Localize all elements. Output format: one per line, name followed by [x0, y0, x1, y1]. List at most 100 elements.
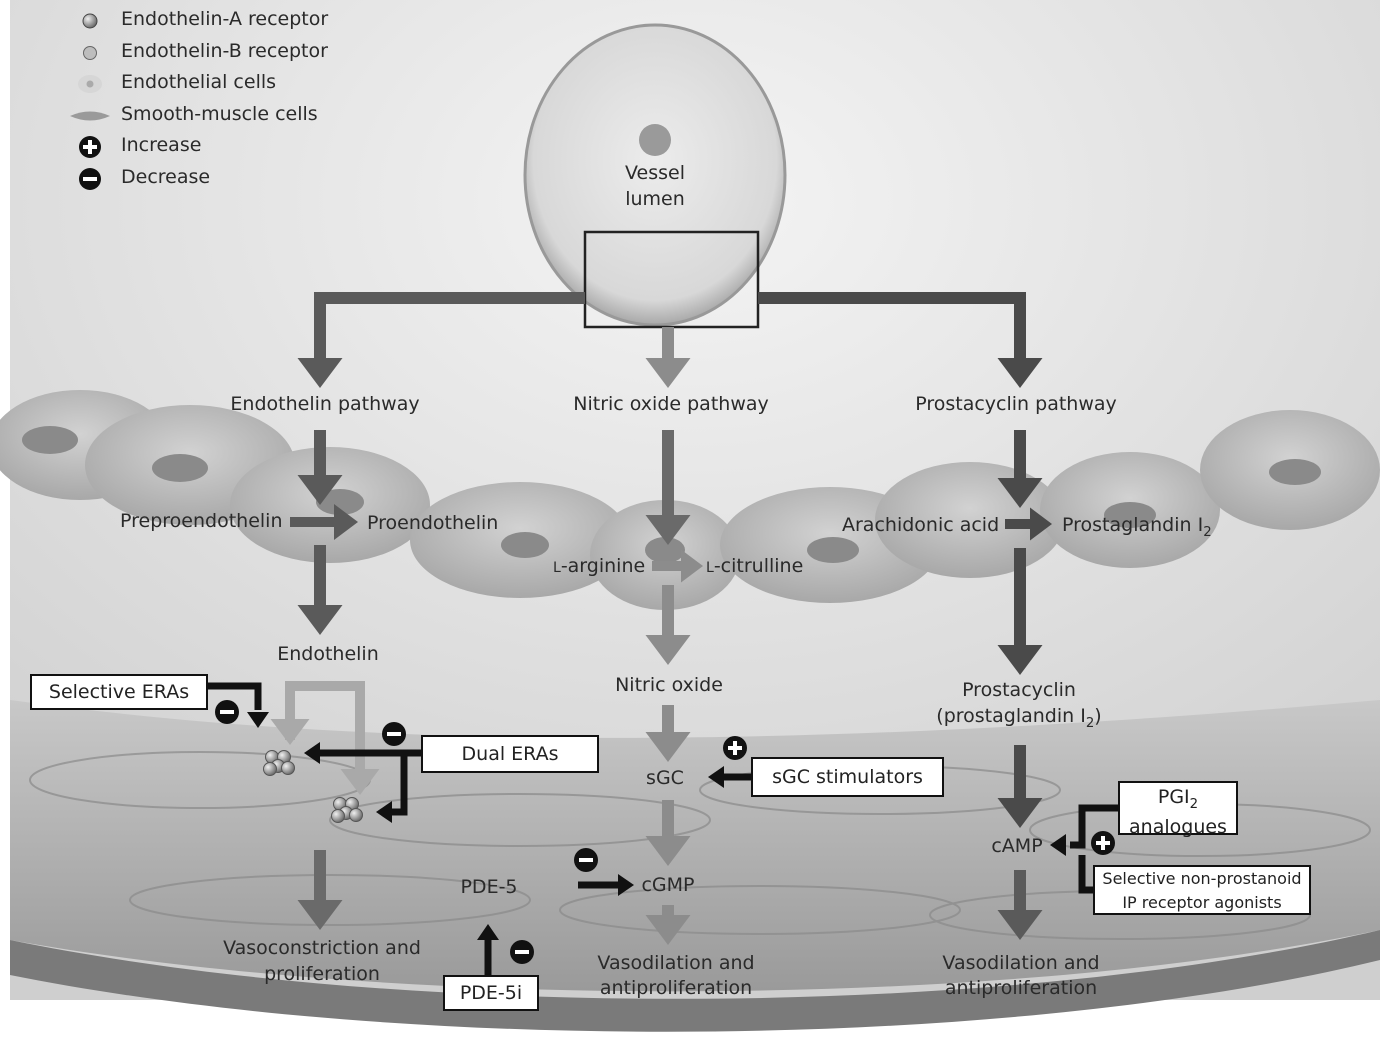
arrow-to-camp	[997, 745, 1043, 828]
prostacyclin-drugs-increase-icon	[1091, 831, 1115, 855]
arachidonic-acid-label: Arachidonic acid	[842, 514, 1000, 536]
arrow-arachidonic-to-prostaglandin	[1005, 507, 1052, 541]
nitric-oxide-pathway-title: Nitric oxide pathway	[573, 393, 769, 415]
dual-eras-box: Dual ERAs	[421, 735, 599, 773]
prostacyclin-line2-sub: 2	[1085, 715, 1095, 731]
pde5i-box: PDE-5i	[443, 975, 539, 1011]
l-citrulline-prefix: L	[706, 560, 714, 576]
vasoconstriction-label-line2: proliferation	[264, 963, 380, 985]
endothelin-pathway-title: Endothelin pathway	[230, 393, 420, 415]
selective-eras-arrowhead	[247, 712, 269, 728]
arrow-to-no-outcome	[645, 905, 691, 945]
pde5i-decrease-icon	[510, 940, 534, 964]
prostacyclin-pathway-arrow	[997, 330, 1043, 388]
pgi2-line2: analogues	[1129, 815, 1227, 838]
smooth-muscle-cell-icon	[70, 111, 110, 121]
legend-label: Decrease	[121, 165, 211, 188]
pde5-decrease-icon	[574, 848, 598, 872]
smooth-muscle-layer	[10, 700, 1380, 992]
arrow-to-etb-receptor	[340, 765, 380, 795]
vessel-wall-edge	[10, 930, 1380, 1032]
nitric-oxide-pathway-arrow	[645, 330, 691, 388]
no-outcome-label-line2: antiproliferation	[599, 977, 753, 999]
vessel-lumen-label-line1: Vessel	[625, 162, 685, 184]
arrow-to-preproendothelin	[297, 430, 343, 505]
arrow-to-endothelin	[297, 545, 343, 635]
dual-eras-arrow-lower	[392, 753, 408, 816]
preproendothelin-label: Preproendothelin	[120, 510, 283, 532]
arrow-preproendothelin-to-proendothelin	[290, 504, 358, 540]
arrow-to-vasoconstriction	[297, 850, 343, 930]
legend-label: Endothelin-A receptor	[121, 8, 329, 30]
arrow-to-prostacyclin	[997, 548, 1043, 675]
l-citrulline-text: -citrulline	[713, 555, 804, 577]
legend-label: Smooth-muscle cells	[121, 102, 318, 125]
selective-eras-box: Selective ERAs	[30, 674, 208, 710]
prostacyclin-line2-a: (prostaglandin I	[936, 705, 1086, 727]
pde5-label: PDE-5	[460, 876, 518, 898]
vessel-lumen-illustration	[523, 23, 787, 329]
endothelin-pathway-arrow	[297, 330, 343, 388]
pgi2-text: PGI	[1157, 786, 1190, 808]
arrow-to-nitric-oxide	[645, 585, 691, 665]
selective-eras-decrease-icon	[215, 700, 239, 724]
l-arginine-text: -arginine	[560, 555, 646, 577]
vessel-lumen-label-line2: lumen	[625, 188, 685, 210]
arrow-to-cgmp	[645, 800, 691, 866]
prostacyclin-outcome-label-line1: Vasodilation and	[942, 952, 1100, 974]
endothelin-b-receptor-icon	[83, 45, 97, 60]
legend-label: Increase	[121, 134, 202, 157]
pgi2-subscript: 2	[1189, 796, 1199, 812]
selective-eras-arrow	[208, 682, 262, 710]
ip-agonists-arrow	[1078, 855, 1093, 894]
vasoconstriction-label-line1: Vasoconstriction and	[223, 937, 421, 959]
dual-eras-decrease-icon	[382, 722, 406, 746]
arrow-to-eta-receptor	[270, 719, 310, 745]
arrow-to-sgc	[645, 705, 691, 762]
endothelin-b-receptor-cluster	[331, 797, 363, 823]
legend-label: Endothelial cells	[121, 71, 277, 94]
pgi2-arrowhead	[1050, 834, 1066, 856]
sgc-stimulators-arrowhead	[708, 766, 724, 788]
prostacyclin-line2-b: )	[1094, 705, 1102, 727]
prostaglandin-i2-text: Prostaglandin I	[1062, 514, 1204, 536]
prostaglandin-i2-label: Prostaglandin I2	[1062, 514, 1212, 540]
prostaglandin-i2-subscript: 2	[1203, 524, 1212, 540]
pgi2-analogues-box: PGI2 analogues	[1118, 781, 1238, 838]
endothelin-a-receptor-icon	[82, 13, 98, 29]
arrow-l-arginine-to-l-citrulline	[652, 549, 703, 583]
arrow-to-arachidonic-acid	[997, 430, 1043, 508]
l-arginine-label: L-arginine	[553, 555, 645, 577]
dual-eras-arrowhead-lower	[376, 801, 392, 823]
l-arginine-prefix: L	[553, 560, 561, 576]
sgc-stimulators-box: sGC stimulators	[751, 757, 944, 797]
arrow-to-l-arginine	[645, 430, 691, 545]
ip-receptor-agonists-box: Selective non-prostanoid IP receptor ago…	[1093, 865, 1311, 915]
no-outcome-label-line1: Vasodilation and	[597, 952, 755, 974]
dual-eras-arrowhead-upper	[304, 742, 320, 764]
pde5-arrowhead	[618, 874, 634, 896]
increase-icon	[79, 136, 101, 159]
nitric-oxide-label: Nitric oxide	[615, 674, 723, 696]
prostacyclin-pathway-title: Prostacyclin pathway	[915, 393, 1117, 415]
legend-label: Endothelin-B receptor	[121, 39, 328, 62]
endothelin-label: Endothelin	[277, 643, 379, 665]
arrow-to-prostacyclin-outcome	[997, 870, 1043, 940]
endothelial-cell-icon	[78, 75, 102, 94]
prostacyclin-outcome-label-line2: antiproliferation	[944, 977, 1098, 999]
endothelin-a-receptor-cluster	[263, 750, 295, 776]
cgmp-label: cGMP	[641, 874, 695, 896]
sgc-stimulators-increase-icon	[723, 736, 747, 760]
ip-line2: IP receptor agonists	[1122, 893, 1282, 912]
pgi2-analogues-arrow	[1070, 804, 1118, 849]
decrease-icon	[79, 167, 101, 190]
prostacyclin-label-line1: Prostacyclin	[962, 679, 1076, 701]
ip-line1: Selective non-prostanoid	[1102, 869, 1302, 888]
l-citrulline-label: L-citrulline	[706, 555, 803, 577]
camp-label: cAMP	[991, 835, 1043, 857]
pde5i-arrowhead	[477, 924, 499, 940]
proendothelin-label: Proendothelin	[367, 512, 499, 534]
prostacyclin-label-line2: (prostaglandin I2)	[936, 705, 1101, 731]
endothelin-receptor-branch	[285, 681, 365, 770]
